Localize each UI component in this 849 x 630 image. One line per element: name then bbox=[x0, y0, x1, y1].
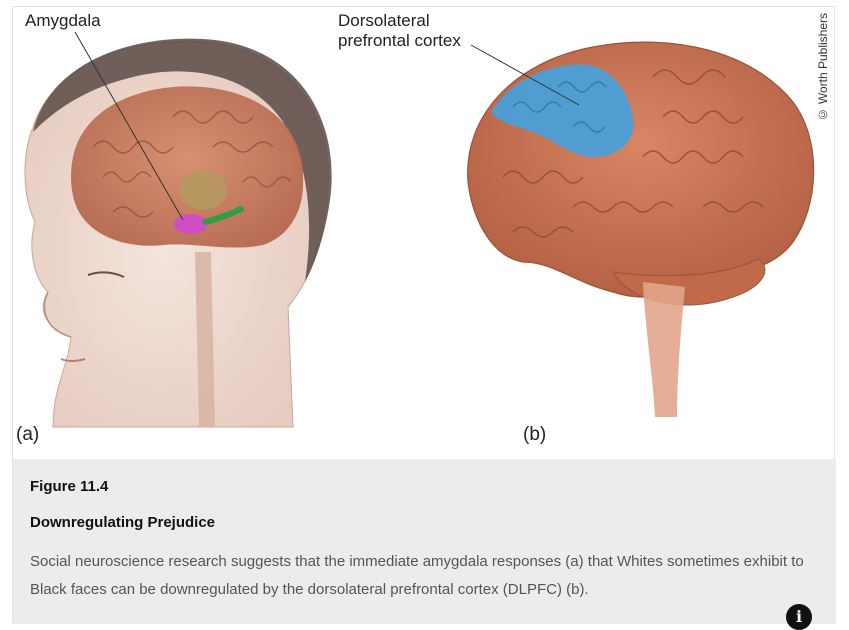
figure-number: Figure 11.4 bbox=[30, 478, 109, 495]
info-icon[interactable]: i bbox=[786, 604, 812, 630]
figure-title: Downregulating Prejudice bbox=[30, 514, 216, 531]
amygdala-callout: Amygdala bbox=[25, 11, 101, 31]
panel-a-label: (a) bbox=[16, 424, 40, 445]
amygdala-label: Amygdala bbox=[25, 11, 101, 30]
dlpfc-label-line1: Dorsolateral bbox=[338, 11, 430, 30]
copyright-notice: © Worth Publishers bbox=[816, 13, 830, 122]
dlpfc-callout: Dorsolateral prefrontal cortex bbox=[338, 11, 461, 51]
panel-b-label: (b) bbox=[523, 424, 547, 445]
brain-lateral-illustration bbox=[467, 41, 815, 417]
dlpfc-label-line2: prefrontal cortex bbox=[338, 31, 461, 50]
figure-caption: Figure 11.4 Downregulating Prejudice Soc… bbox=[13, 459, 836, 630]
figure-illustration: Amygdala Dorsolateral prefrontal cortex … bbox=[13, 7, 836, 459]
figure: Amygdala Dorsolateral prefrontal cortex … bbox=[12, 6, 836, 630]
figure-description: Social neuroscience research suggests th… bbox=[30, 553, 804, 598]
head-illustration bbox=[24, 31, 332, 428]
brain-illustrations bbox=[24, 31, 815, 428]
